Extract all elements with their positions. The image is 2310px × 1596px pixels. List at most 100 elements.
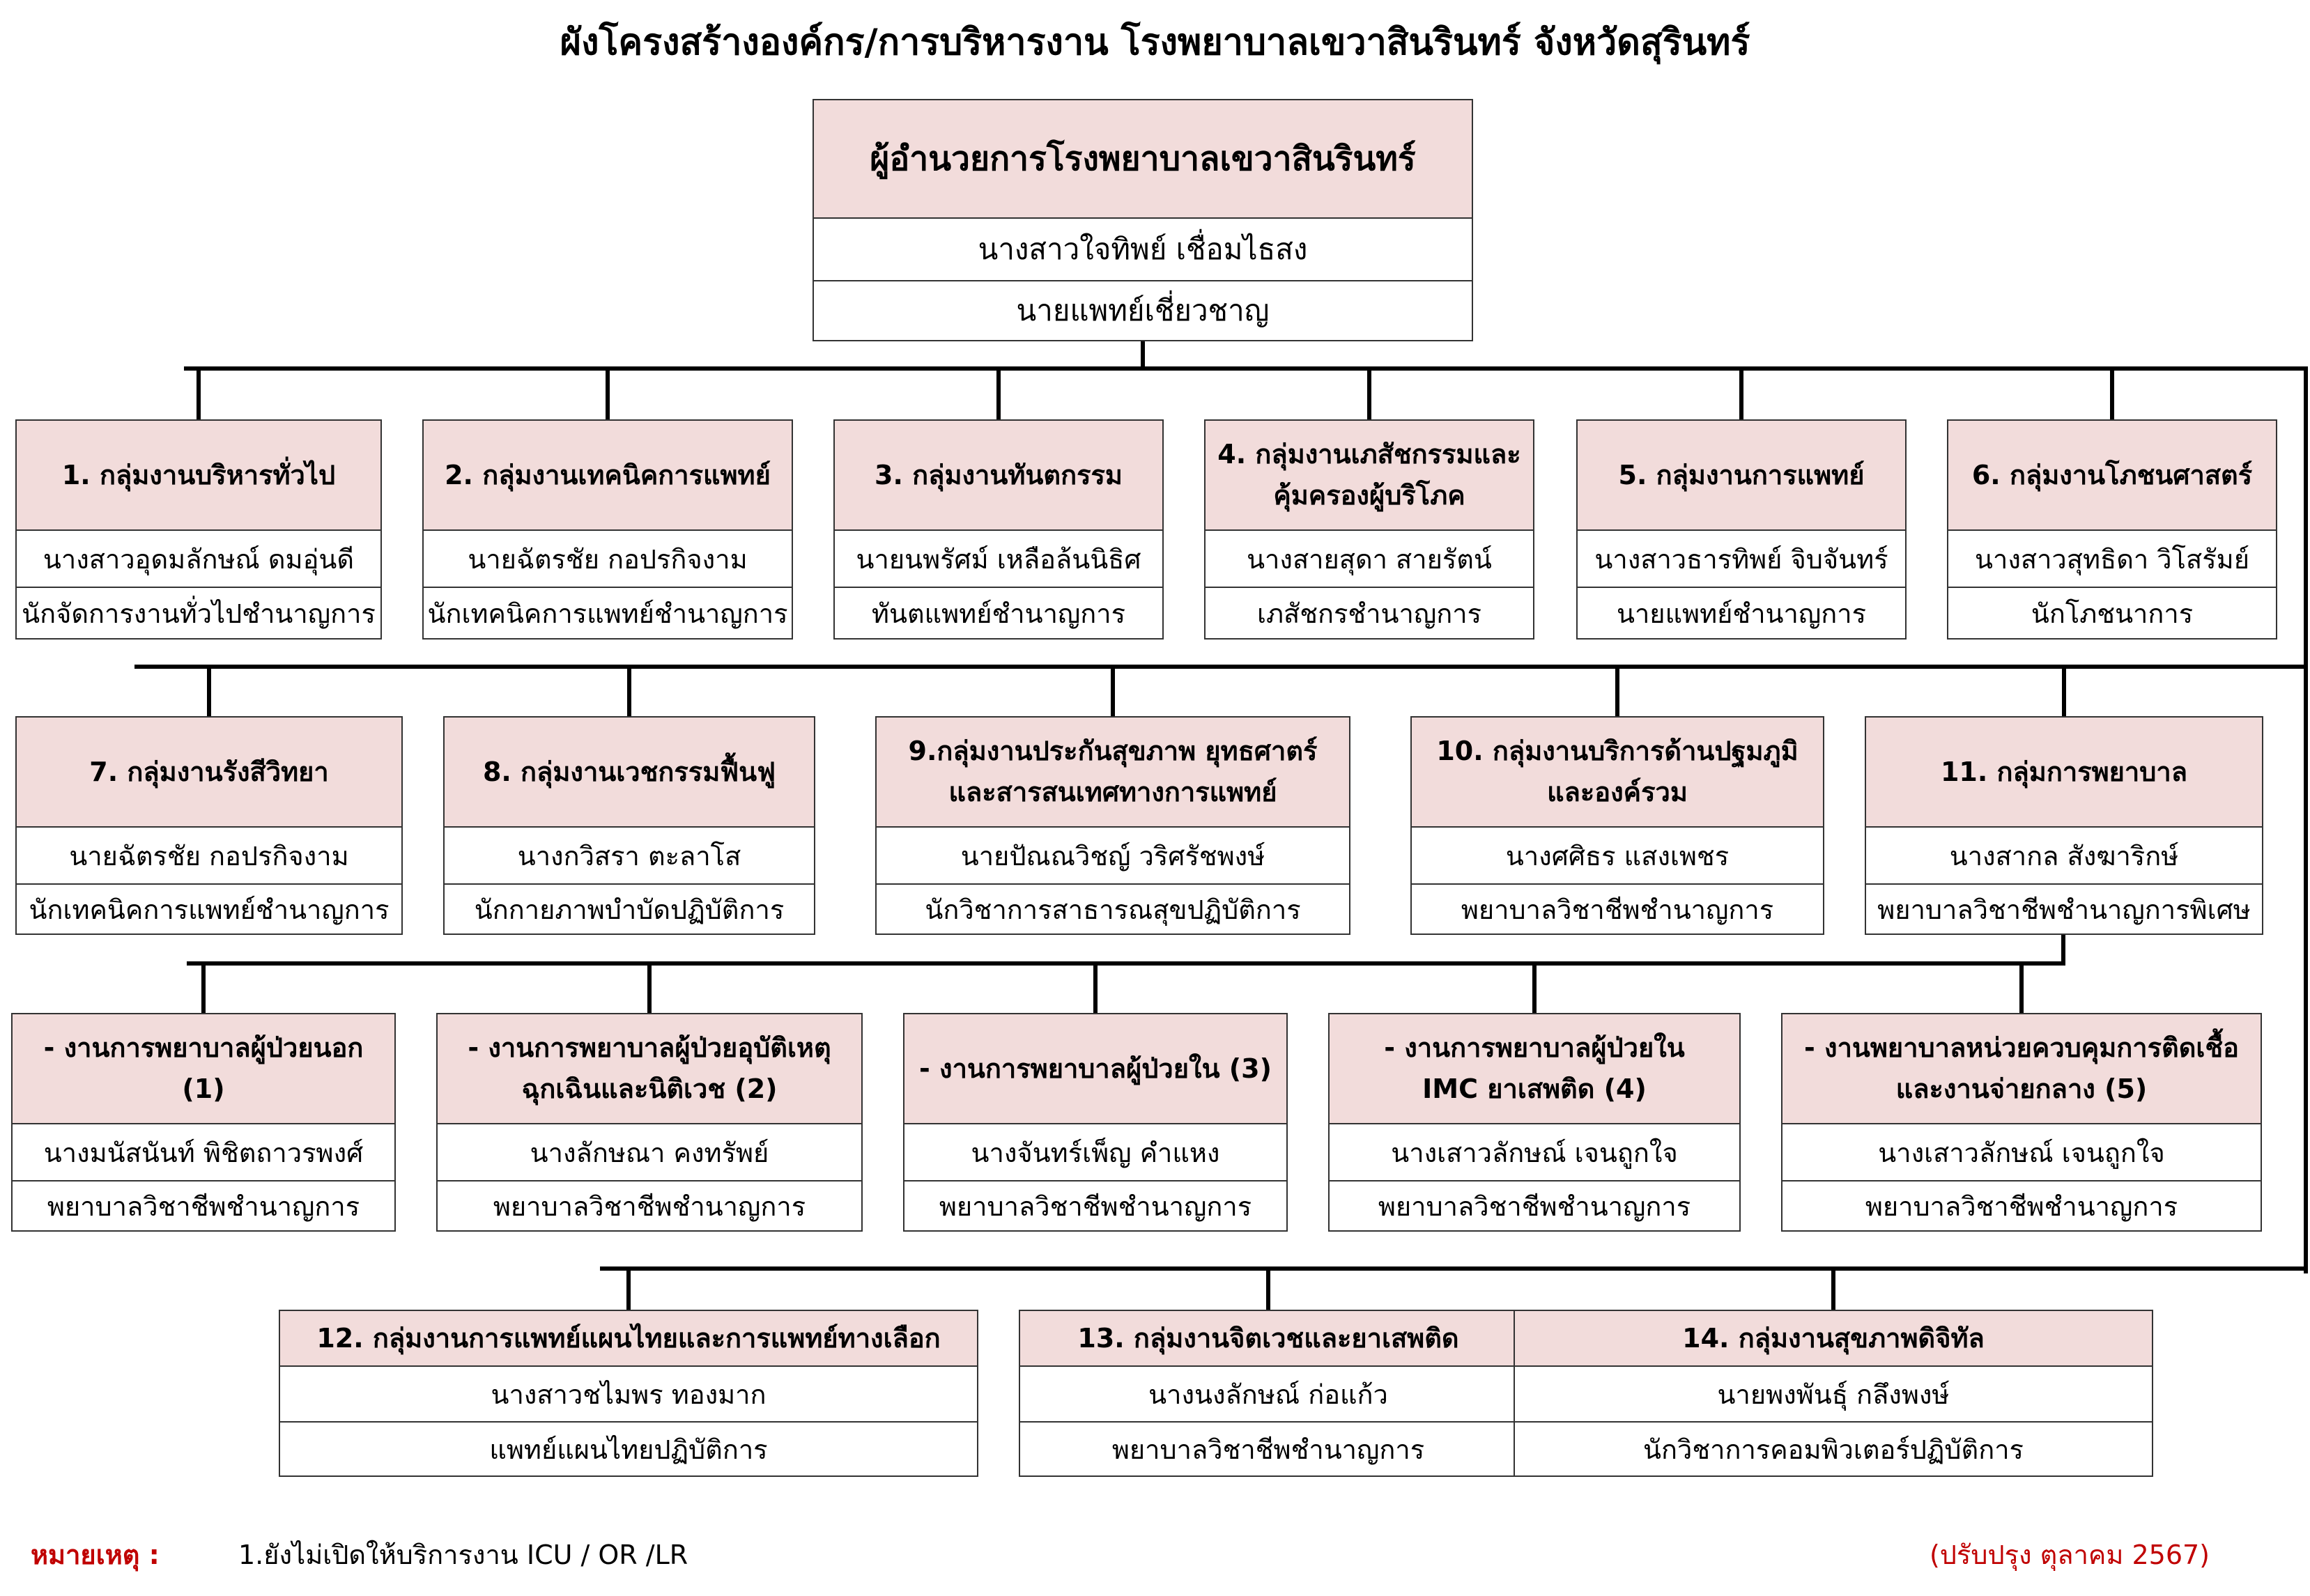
head-position: นักเทคนิคการแพทย์ชำนาญการ <box>424 587 792 638</box>
head-name: นางลักษณา คงทรัพย์ <box>530 1137 769 1168</box>
group-box-13: - งานการพยาบาลผู้ป่วยอุบัติเหตุ ฉุกเฉินแ… <box>436 1013 863 1232</box>
head-name: นางสาวธารทิพย์ จิบจันทร์ <box>1594 543 1888 575</box>
head-position: นักเทคนิคการแพทย์ชำนาญการ <box>17 883 401 933</box>
group-box-19: 14. กลุ่มงานสุขภาพดิจิทัลนายพงพันธุ์ กลึ… <box>1514 1310 2153 1477</box>
head-position: พยาบาลวิชาชีพชำนาญการ <box>904 1180 1286 1230</box>
unit-title: 10. กลุ่มงานบริการด้านปฐมภูมิ และองค์รวม <box>1412 718 1823 828</box>
connector-line <box>1367 366 1371 421</box>
connector-line <box>2062 665 2066 718</box>
revision-date: (ปรับปรุง ตุลาคม 2567) <box>1929 1540 2210 1570</box>
connector-line <box>1141 341 1145 368</box>
connector-line <box>1093 961 1098 1014</box>
unit-title: 7. กลุ่มงานรังสีวิทยา <box>17 718 401 828</box>
group-box-15: - งานการพยาบาลผู้ป่วยใน IMC ยาเสพติด (4)… <box>1328 1013 1741 1232</box>
unit-title: 9.กลุ่มงานประกันสุขภาพ ยุทธศาตร์ และสารส… <box>877 718 1349 828</box>
connector-line <box>2019 961 2024 1014</box>
group-box-10: 10. กลุ่มงานบริการด้านปฐมภูมิ และองค์รวม… <box>1410 716 1824 935</box>
connector-line <box>2061 935 2065 964</box>
head-name: นางสายสุดา สายรัตน์ <box>1247 543 1492 575</box>
connector-line <box>1266 1266 1270 1311</box>
head-position: แพทย์แผนไทยปฏิบัติการ <box>280 1421 977 1475</box>
unit-title: 11. กลุ่มการพยาบาล <box>1866 718 2262 828</box>
head-position: พยาบาลวิชาชีพชำนาญการ <box>1330 1180 1739 1230</box>
group-box-6: 6. กลุ่มงานโภชนศาสตร์นางสาวสุทธิดา วิโสร… <box>1947 419 2277 640</box>
director-box: ผู้อำนวยการโรงพยาบาลเขวาสินรินทร์นางสาวใ… <box>813 99 1473 341</box>
head-position: พยาบาลวิชาชีพชำนาญการ <box>13 1180 394 1230</box>
connector-line <box>1532 961 1537 1014</box>
head-position: พยาบาลวิชาชีพชำนาญการ <box>438 1180 861 1230</box>
head-name: นางมนัสนันท์ พิชิตถาวรพงศ์ <box>43 1137 364 1168</box>
head-position: พยาบาลวิชาชีพชำนาญการ <box>1782 1180 2261 1230</box>
head-position: นายแพทย์เชี่ยวชาญ <box>814 280 1472 340</box>
connector-line <box>201 961 206 1014</box>
head-name: นายฉัตรชัย กอปรกิจงาม <box>468 543 748 575</box>
connector-line <box>1831 1266 1835 1311</box>
unit-title: ผู้อำนวยการโรงพยาบาลเขวาสินรินทร์ <box>814 100 1472 219</box>
connector-line <box>1739 366 1743 421</box>
head-position: พยาบาลวิชาชีพชำนาญการ <box>1020 1421 1516 1475</box>
head-name: นางสาวชไมพร ทองมาก <box>491 1379 767 1410</box>
head-name: นางเสาวลักษณ์ เจนถูกใจ <box>1391 1137 1678 1168</box>
unit-title: - งานการพยาบาลผู้ป่วยใน IMC ยาเสพติด (4) <box>1330 1014 1739 1124</box>
chart-title: ผังโครงสร้างองค์กร/การบริหารงาน โรงพยาบา… <box>560 22 1750 63</box>
group-box-18: 13. กลุ่มงานจิตเวชและยาเสพติดนางนงลักษณ์… <box>1019 1310 1518 1477</box>
connector-line <box>627 665 631 718</box>
unit-title: 12. กลุ่มงานการแพทย์แผนไทยและการแพทย์ทาง… <box>280 1311 977 1367</box>
head-name: นางเสาวลักษณ์ เจนถูกใจ <box>1878 1137 2165 1168</box>
head-name: นางสาวสุทธิดา วิโสรัมย์ <box>1975 543 2249 575</box>
head-position: พยาบาลวิชาชีพชำนาญการพิเศษ <box>1866 883 2262 933</box>
group-box-7: 7. กลุ่มงานรังสีวิทยานายฉัตรชัย กอปรกิจง… <box>15 716 403 935</box>
unit-title: 4. กลุ่มงานเภสัชกรรมและ คุ้มครองผู้บริโภ… <box>1206 421 1533 531</box>
group-box-4: 4. กลุ่มงานเภสัชกรรมและ คุ้มครองผู้บริโภ… <box>1204 419 1534 640</box>
unit-title: - งานพยาบาลหน่วยควบคุมการติดเชื้อ และงาน… <box>1782 1014 2261 1124</box>
connector-line <box>600 1266 2308 1271</box>
group-box-9: 9.กลุ่มงานประกันสุขภาพ ยุทธศาตร์ และสารส… <box>875 716 1350 935</box>
head-position: นักวิชาการคอมพิวเตอร์ปฏิบัติการ <box>1515 1421 2152 1475</box>
connector-line <box>134 665 2308 669</box>
head-name: นางจันทร์เพ็ญ คำแหง <box>971 1137 1220 1168</box>
group-box-17: 12. กลุ่มงานการแพทย์แผนไทยและการแพทย์ทาง… <box>279 1310 978 1477</box>
head-name: นางสาวอุดมลักษณ์ ดมอุ่นดี <box>43 543 355 575</box>
head-name: นางสากล สังฆาริกษ์ <box>1949 840 2179 871</box>
group-box-14: - งานการพยาบาลผู้ป่วยใน (3) นางจันทร์เพ็ญ… <box>903 1013 1288 1232</box>
group-box-11: 11. กลุ่มการพยาบาลนางสากล สังฆาริกษ์พยาบ… <box>1865 716 2263 935</box>
head-position: นักกายภาพบำบัดปฏิบัติการ <box>445 883 814 933</box>
unit-title: - งานการพยาบาลผู้ป่วยใน (3) <box>904 1014 1286 1124</box>
head-name: นางศศิธร แสงเพชร <box>1505 840 1730 871</box>
head-position: นายแพทย์ชำนาญการ <box>1578 587 1905 638</box>
head-name: นางกวิสรา ตะลาโส <box>517 840 741 871</box>
note-text: 1.ยังไม่เปิดให้บริการงาน ICU / OR /LR <box>238 1540 688 1570</box>
connector-line <box>647 961 652 1014</box>
note-label: หมายเหตุ : <box>31 1540 160 1570</box>
head-name: นายพงพันธุ์ กลึงพงษ์ <box>1717 1379 1950 1410</box>
unit-title: 1. กลุ่มงานบริหารทั่วไป <box>17 421 380 531</box>
unit-title: 6. กลุ่มงานโภชนศาสตร์ <box>1948 421 2276 531</box>
unit-title: 14. กลุ่มงานสุขภาพดิจิทัล <box>1515 1311 2152 1367</box>
connector-line <box>1615 665 1619 718</box>
group-box-3: 3. กลุ่มงานทันตกรรมนายนพรัศม์ เหลือล้นนิ… <box>833 419 1164 640</box>
group-box-2: 2. กลุ่มงานเทคนิคการแพทย์นายฉัตรชัย กอปร… <box>422 419 793 640</box>
head-name: นางสาวใจทิพย์ เชื่อมไธสง <box>978 232 1308 266</box>
unit-title: - งานการพยาบาลผู้ป่วยนอก (1) <box>13 1014 394 1124</box>
group-box-8: 8. กลุ่มงานเวชกรรมฟื้นฟูนางกวิสรา ตะลาโส… <box>443 716 815 935</box>
connector-line <box>996 366 1001 421</box>
unit-title: 2. กลุ่มงานเทคนิคการแพทย์ <box>424 421 792 531</box>
group-box-16: - งานพยาบาลหน่วยควบคุมการติดเชื้อ และงาน… <box>1781 1013 2262 1232</box>
connector-line <box>606 366 610 421</box>
group-box-12: - งานการพยาบาลผู้ป่วยนอก (1) นางมนัสนันท์… <box>11 1013 396 1232</box>
head-position: ทันตแพทย์ชำนาญการ <box>835 587 1162 638</box>
group-box-1: 1. กลุ่มงานบริหารทั่วไปนางสาวอุดมลักษณ์ … <box>15 419 382 640</box>
connector-line <box>197 366 201 421</box>
unit-title: 13. กลุ่มงานจิตเวชและยาเสพติด <box>1020 1311 1516 1367</box>
connector-line <box>626 1266 631 1311</box>
unit-title: 8. กลุ่มงานเวชกรรมฟื้นฟู <box>445 718 814 828</box>
head-position: เภสัชกรชำนาญการ <box>1206 587 1533 638</box>
group-box-5: 5. กลุ่มงานการแพทย์นางสาวธารทิพย์ จิบจัน… <box>1576 419 1907 640</box>
connector-line <box>184 366 2308 371</box>
unit-title: 3. กลุ่มงานทันตกรรม <box>835 421 1162 531</box>
head-position: พยาบาลวิชาชีพชำนาญการ <box>1412 883 1823 933</box>
connector-line <box>207 665 211 718</box>
connector-line <box>1111 665 1115 718</box>
unit-title: 5. กลุ่มงานการแพทย์ <box>1578 421 1905 531</box>
